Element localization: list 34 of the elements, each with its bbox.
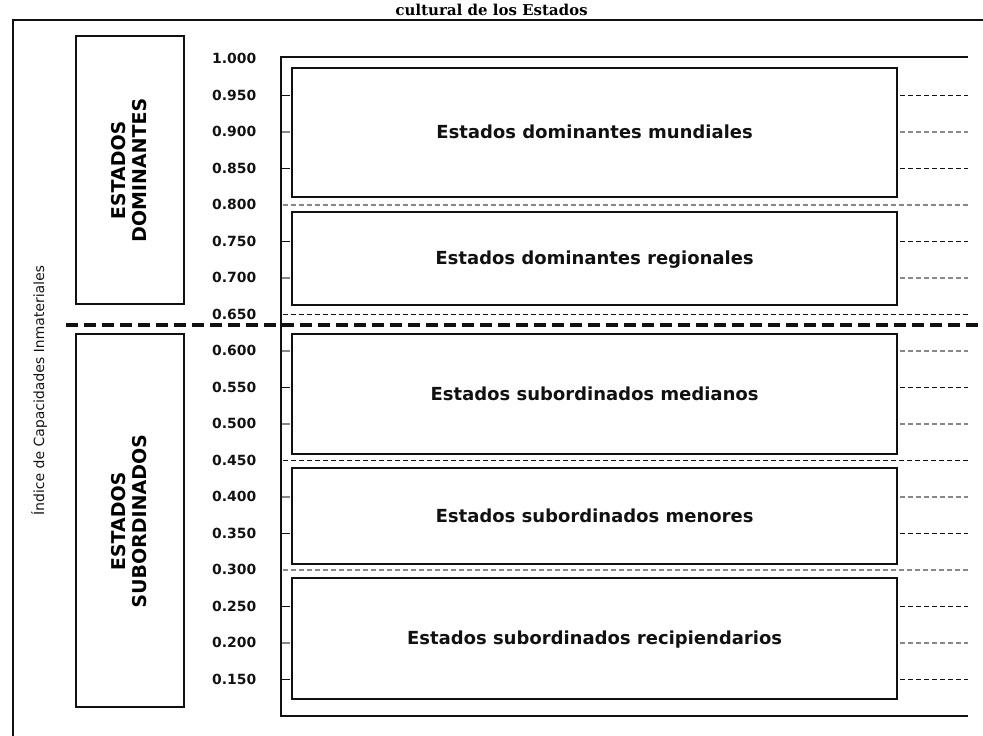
tick-label: 0.450 [212, 454, 256, 468]
category-box [291, 67, 898, 198]
tick-label: 0.200 [212, 636, 256, 650]
tick-label: 1.000 [212, 52, 256, 66]
tick-label: 0.300 [212, 563, 256, 577]
group-label: ESTADOS SUBORDINADOS [109, 434, 151, 608]
tick-label: 0.550 [212, 380, 256, 394]
category-box [291, 211, 898, 306]
tick-label: 0.350 [212, 526, 256, 540]
tick-label: 0.600 [212, 344, 256, 358]
group-box [75, 35, 185, 305]
category-label: Estados subordinados recipiendarios [406, 628, 782, 649]
tick-label: 0.950 [212, 88, 256, 102]
tick-label: 0.900 [212, 125, 256, 139]
tick-label: 0.700 [212, 271, 256, 285]
tick-label: 0.650 [212, 308, 256, 322]
tick-label: 0.800 [212, 198, 256, 212]
category-label: Estados dominantes mundiales [436, 122, 753, 143]
category-label: Estados dominantes regionales [435, 248, 754, 269]
group-box [75, 333, 185, 708]
tick-label: 0.500 [212, 417, 256, 431]
category-label: Estados subordinados medianos [430, 384, 758, 404]
tick-label: 0.250 [212, 600, 256, 614]
tick-label: 0.150 [212, 672, 256, 686]
category-box [291, 467, 898, 565]
category-box [291, 577, 898, 700]
category-label: Estados subordinados menores [436, 506, 754, 526]
category-box [291, 333, 898, 455]
group-label: ESTADOS DOMINANTES [109, 98, 151, 242]
tick-label: 0.750 [212, 234, 256, 248]
tick-label: 0.400 [212, 490, 256, 504]
title: cultural de los Estados [394, 1, 589, 19]
tick-label: 0.850 [212, 162, 256, 176]
axis-title: Índice de Capacidades Inmateriales [32, 265, 48, 515]
